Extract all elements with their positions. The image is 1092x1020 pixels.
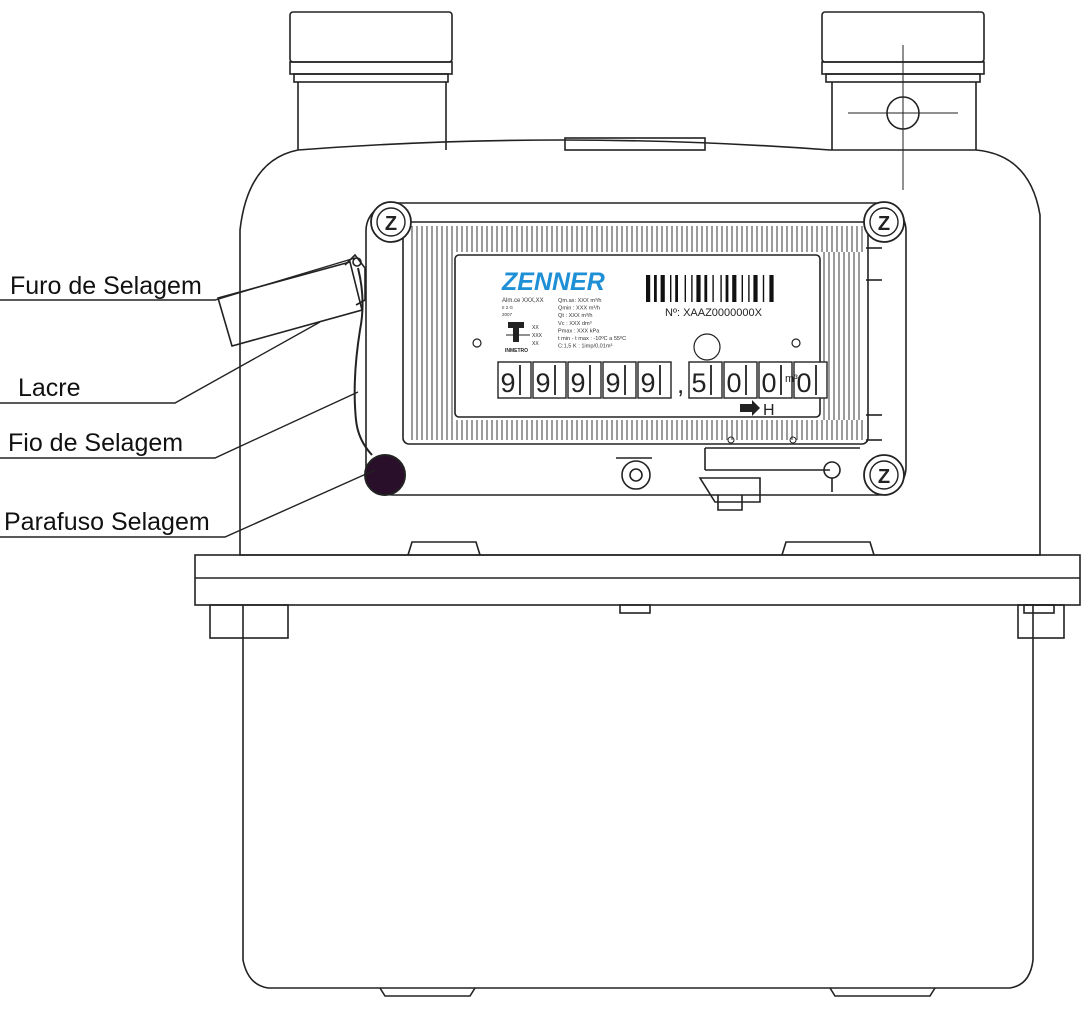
screw-letter: Z xyxy=(878,466,890,488)
inlet-connector-left xyxy=(289,11,453,150)
barcode-bar xyxy=(712,275,714,302)
spec-right-line: Qt : XXX m³/h xyxy=(558,313,593,319)
lower-flange xyxy=(194,554,1081,639)
barcode-bar xyxy=(646,275,651,302)
barcode-bar xyxy=(748,275,750,302)
leader-fio xyxy=(0,391,359,459)
spec-right-line: Qmin : XXX m³/h xyxy=(558,306,600,312)
brand-logo: ZENNER xyxy=(501,268,605,296)
barcode-bar xyxy=(762,275,765,302)
counter-digit: 9 xyxy=(500,368,515,398)
spec-right-line: C:1,5 K : 1imp/0,01m³ xyxy=(558,344,613,350)
flow-direction: H xyxy=(740,400,775,419)
label-furo-de-selagem: Furo de Selagem xyxy=(10,272,202,300)
leader-lines xyxy=(0,257,376,538)
spec-right-line: Qm.ax: XXX m³/h xyxy=(558,298,602,304)
flow-direction-label: H xyxy=(763,402,775,419)
spec-right-line: t min - t max : -10ºC a 55ºC xyxy=(558,335,626,342)
screw-ring xyxy=(376,207,406,237)
seal-screw xyxy=(364,454,406,496)
counter-digit-box xyxy=(688,361,723,399)
screw-letter: Z xyxy=(385,213,397,235)
lower-body xyxy=(242,605,1034,997)
spec-left-line: Alm.ce XXX,XX xyxy=(502,298,544,304)
counter-digit: 9 xyxy=(535,368,550,398)
counter-digit-box xyxy=(793,361,828,399)
counter-digit-box xyxy=(567,361,602,399)
counter-digit-box xyxy=(723,361,758,399)
barcode-bar xyxy=(704,275,708,302)
inmetro-code-3: XX xyxy=(532,341,539,347)
spec-right-line: Vc : XXX dm³ xyxy=(558,321,592,327)
counter-digit: 9 xyxy=(570,368,585,398)
counter-digit: 0 xyxy=(761,368,776,398)
barcode-bar xyxy=(696,275,701,302)
counter-digit: 0 xyxy=(726,368,741,398)
spec-right-line: Pmax : XXX kPa xyxy=(558,328,600,334)
screw-letter: Z xyxy=(878,213,890,235)
screw-ring xyxy=(869,460,899,490)
leader-furo xyxy=(0,257,356,301)
faceplate-frame xyxy=(365,202,907,511)
barcode-bar xyxy=(654,275,657,302)
barcode-bar xyxy=(720,275,722,302)
counter-digit-box xyxy=(497,361,532,399)
inmetro-mark: XX XXX XX INMETRO xyxy=(505,322,543,354)
outlet-connector-right xyxy=(821,11,985,190)
leader-parafuso xyxy=(0,469,376,538)
barcode-bar xyxy=(660,275,665,302)
counter-digit-box xyxy=(758,361,793,399)
counter-digit-box xyxy=(602,361,637,399)
barcode-bar xyxy=(684,275,686,302)
counter-decimal: , xyxy=(677,369,684,399)
barcode-bar xyxy=(732,275,737,302)
inmetro-label: INMETRO xyxy=(505,348,528,354)
barcode-bar xyxy=(741,275,743,302)
inmetro-code-1: XX xyxy=(532,325,539,331)
screw-ring xyxy=(869,207,899,237)
corner-screws: Z Z Z xyxy=(370,201,905,496)
serial-number: Nº: XAAZ0000000X xyxy=(665,307,763,319)
leader-lacre xyxy=(0,321,321,404)
barcode-bar xyxy=(753,275,758,302)
upper-housing xyxy=(239,137,1041,556)
unit-label: m³ xyxy=(785,373,798,385)
barcode-bar xyxy=(670,275,672,302)
label-parafuso-selagem: Parafuso Selagem xyxy=(4,508,210,536)
inmetro-code-2: XXX xyxy=(532,333,543,339)
spec-left-line: 2007 xyxy=(502,312,513,317)
label-lacre: Lacre xyxy=(18,374,81,402)
seal-wire xyxy=(353,267,373,456)
barcode xyxy=(646,275,774,302)
counter-digit: 5 xyxy=(691,368,706,398)
counter-digit: 0 xyxy=(796,368,811,398)
counter-digit-box xyxy=(532,361,567,399)
faceplate-ribs xyxy=(411,226,863,440)
label-fio-de-selagem: Fio de Selagem xyxy=(8,429,184,457)
barcode-bar xyxy=(725,275,729,302)
counter-digit: 9 xyxy=(640,368,655,398)
barcode-bar xyxy=(675,275,678,302)
counter-digit-box xyxy=(637,361,672,399)
barcode-bar xyxy=(691,275,693,302)
counter-digit: 9 xyxy=(605,368,620,398)
spec-left-line: II 2 G xyxy=(502,305,514,310)
barcode-bar xyxy=(769,275,774,302)
